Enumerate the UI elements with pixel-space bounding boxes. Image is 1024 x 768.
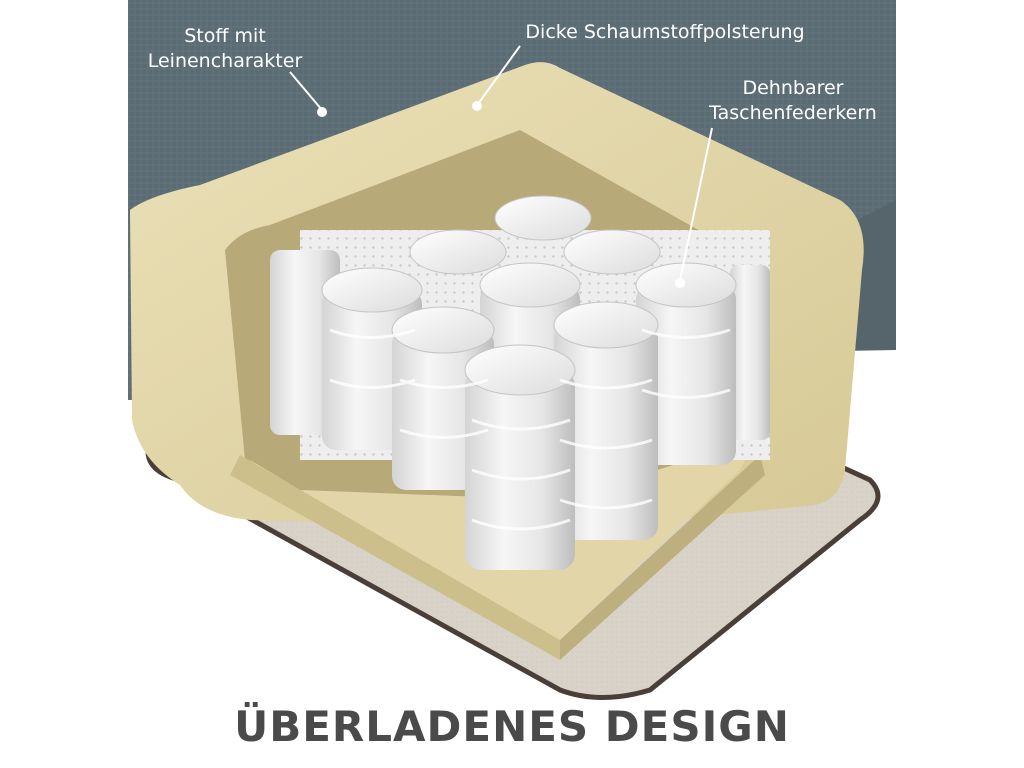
foam-bottom-layer bbox=[230, 455, 560, 660]
callout-fabric-line1: Stoff mit bbox=[184, 25, 266, 47]
marker-springs bbox=[675, 278, 685, 288]
marker-fabric bbox=[317, 107, 327, 117]
callout-foam-line1: Dicke Schaumstoffpolsterung bbox=[525, 21, 805, 43]
leader-line-fabric bbox=[289, 71, 323, 111]
callout-fabric-line2: Leinencharakter bbox=[147, 50, 303, 72]
callout-fabric: Stoff mit Leinencharakter bbox=[138, 24, 312, 74]
callout-springs: Dehnbarer Taschenfederkern bbox=[690, 76, 896, 126]
pocket-springs-front bbox=[321, 262, 737, 570]
callout-springs-line2: Taschenfederkern bbox=[709, 102, 877, 124]
callout-markers bbox=[317, 101, 685, 288]
foam-bottom-layer-right bbox=[560, 455, 765, 660]
callout-springs-line1: Dehnbarer bbox=[742, 77, 844, 99]
callout-leader-lines bbox=[289, 45, 713, 281]
caption-heading: ÜBERLADENES DESIGN bbox=[234, 702, 790, 751]
leader-line-springs bbox=[679, 127, 713, 281]
leader-line-foam bbox=[477, 45, 521, 105]
marker-foam bbox=[472, 101, 482, 111]
callout-foam: Dicke Schaumstoffpolsterung bbox=[500, 20, 830, 45]
